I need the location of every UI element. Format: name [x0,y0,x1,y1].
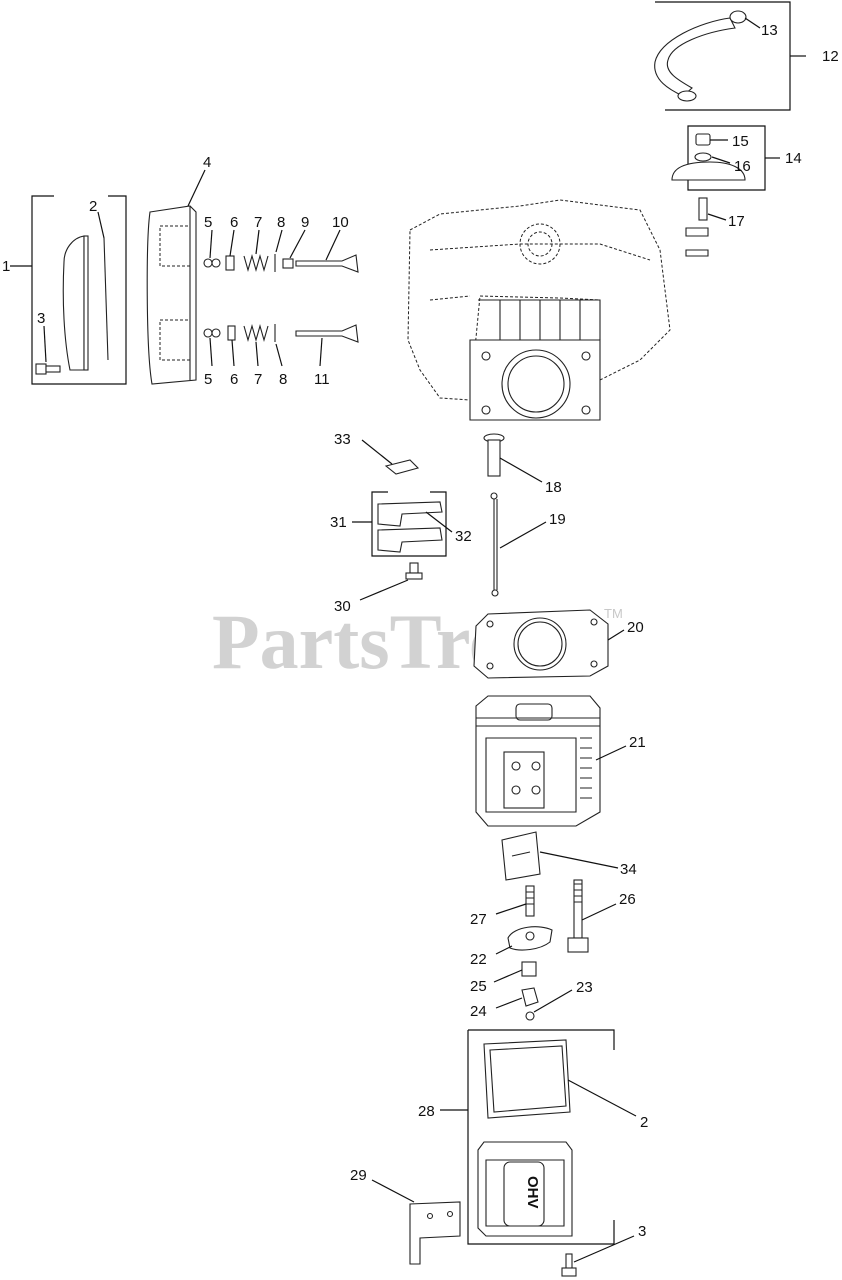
valve-cover-kit-left[interactable] [10,195,127,385]
valve-tappet[interactable] [483,433,543,483]
callout-16: 16 [734,158,751,175]
callout-6-top: 6 [230,214,238,231]
callout-9: 9 [301,214,309,231]
callout-32: 32 [455,528,472,545]
callout-27: 27 [470,911,487,928]
callout-2-bottom: 2 [640,1114,648,1131]
callout-2-top: 2 [89,198,97,215]
callout-26: 26 [619,891,636,908]
callout-22: 22 [470,951,487,968]
callout-15: 15 [732,133,749,150]
callout-19: 19 [549,511,566,528]
callout-11: 11 [314,371,330,388]
callout-34: 34 [620,861,637,878]
valve-cover-bolt[interactable] [561,1235,635,1277]
baffle-plate-kit[interactable] [352,439,453,557]
callout-25: 25 [470,978,487,995]
callout-18: 18 [545,479,562,496]
callout-20: 20 [627,619,644,636]
valve-cover-kit-bottom[interactable]: OHV [440,1029,637,1245]
callout-5-bottom: 5 [204,371,212,388]
head-gasket[interactable] [473,609,625,679]
callout-24: 24 [470,1003,487,1020]
valve-cover-emboss: OHV [524,1176,541,1209]
callout-30: 30 [334,598,351,615]
head-bolt[interactable] [567,879,617,953]
rocker-arm[interactable] [495,926,553,955]
valve-train-upper[interactable] [203,229,359,273]
callout-23: 23 [576,979,593,996]
cylinder-head-side-view[interactable] [146,169,206,385]
callout-8-top: 8 [277,214,285,231]
callout-12: 12 [822,48,839,65]
callout-3-bottom: 3 [638,1223,646,1240]
screw-30[interactable] [359,562,423,601]
callout-5-top: 5 [204,214,212,231]
callout-4: 4 [203,154,211,171]
adjusting-nut[interactable] [495,987,539,1009]
breather-hose-kit[interactable] [654,1,806,111]
rocker-pivot[interactable] [493,961,537,983]
callout-3-top: 3 [37,310,45,327]
valve-train-lower[interactable] [203,323,359,367]
breather-cover-kit[interactable] [671,125,780,257]
callout-21: 21 [629,734,646,751]
rocker-bridge[interactable] [501,831,619,881]
callout-13: 13 [761,22,778,39]
callout-14: 14 [785,150,802,167]
callout-8-bottom: 8 [279,371,287,388]
rocker-stud[interactable] [495,885,535,917]
crankcase-block [407,199,671,421]
cylinder-head[interactable] [475,695,627,827]
mounting-bracket[interactable] [371,1179,461,1265]
callout-33: 33 [334,431,351,448]
callout-29: 29 [350,1167,367,1184]
callout-17: 17 [728,213,745,230]
callout-7-top: 7 [254,214,262,231]
callout-28: 28 [418,1103,435,1120]
callout-1: 1 [2,258,10,275]
watermark-trademark: TM [604,606,623,621]
set-screw[interactable] [525,989,573,1021]
callout-10: 10 [332,214,349,231]
callout-31: 31 [330,514,347,531]
callout-6-bottom: 6 [230,371,238,388]
callout-7-bottom: 7 [254,371,262,388]
push-rod[interactable] [490,492,547,597]
